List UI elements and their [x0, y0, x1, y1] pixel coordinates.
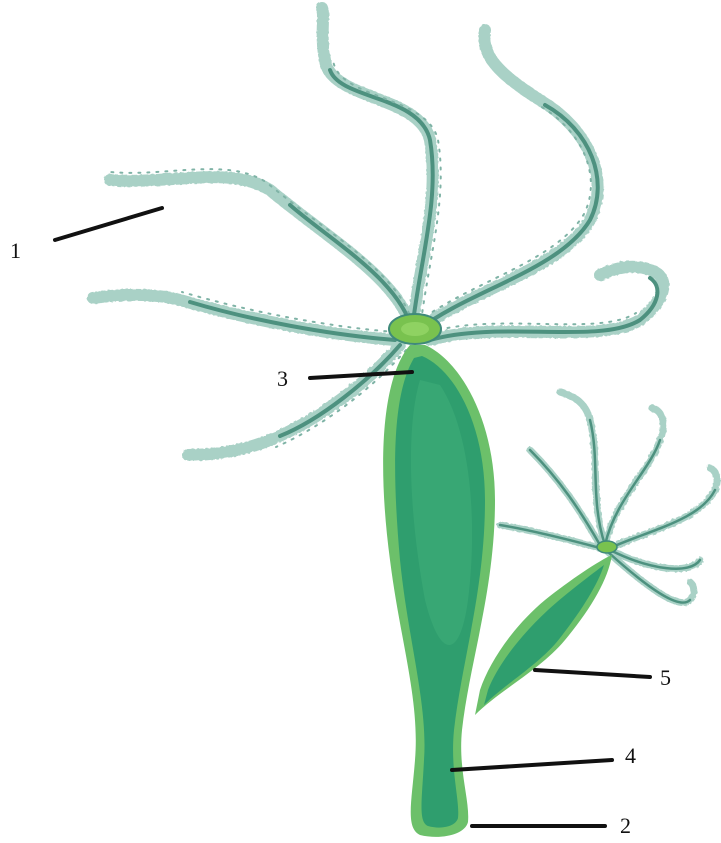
- bud-mouth: [597, 541, 617, 553]
- tentacle-outer-layer: [93, 8, 663, 455]
- label-3: 3: [277, 366, 288, 391]
- label-1: 1: [10, 238, 21, 263]
- label-4: 4: [625, 743, 636, 768]
- bud-body-inner: [484, 565, 604, 705]
- hypostome: [389, 314, 441, 344]
- main-tentacles: [93, 8, 663, 455]
- leader-line-1: [55, 208, 162, 240]
- leader-line-5: [535, 670, 650, 677]
- bud: [475, 392, 717, 715]
- main-body: [383, 345, 495, 837]
- bud-tentacles: [500, 392, 717, 603]
- label-2: 2: [620, 813, 631, 838]
- label-5: 5: [660, 665, 671, 690]
- leader-line-4: [452, 760, 612, 770]
